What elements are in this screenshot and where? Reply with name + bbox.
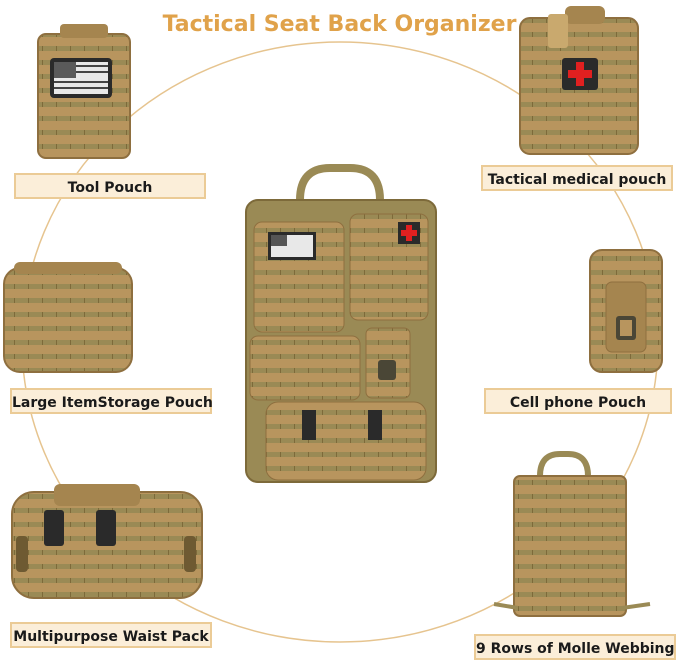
buckle-icon	[616, 316, 636, 340]
label-molle-webbing: 9 Rows of Molle Webbing	[474, 634, 676, 660]
waist-pack-image	[11, 484, 203, 599]
medical-cross-icon	[562, 58, 598, 90]
page-title: Tactical Seat Back Organizer	[162, 12, 517, 37]
medical-pouch-image	[519, 6, 639, 155]
label-large-storage-pouch: Large ItemStorage Pouch	[10, 388, 213, 414]
label-medical-pouch: Tactical medical pouch	[481, 165, 673, 191]
cell-phone-pouch-image	[589, 249, 663, 373]
large-storage-pouch-image	[3, 262, 133, 373]
flag-patch-icon	[50, 58, 112, 98]
label-cell-phone-pouch: Cell phone Pouch	[484, 388, 672, 414]
label-waist-pack: Multipurpose Waist Pack	[10, 622, 212, 648]
molle-webbing-panel-image	[493, 451, 651, 617]
seat-back-organizer-image	[245, 164, 437, 483]
tool-pouch-image	[37, 24, 131, 159]
label-tool-pouch: Tool Pouch	[14, 173, 206, 199]
